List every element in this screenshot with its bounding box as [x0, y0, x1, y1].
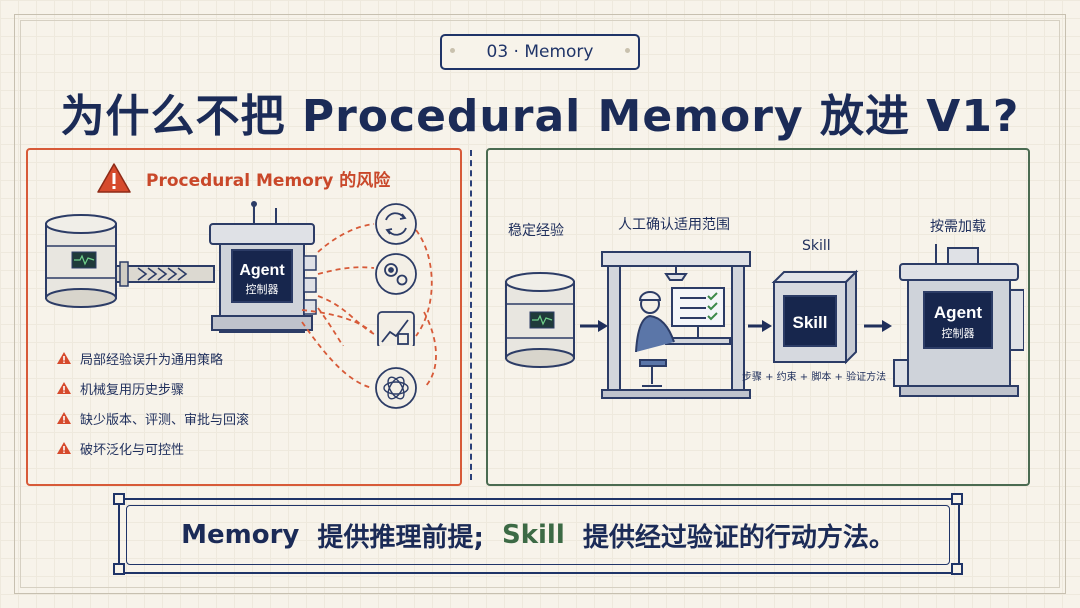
chart-check-icon: [377, 311, 415, 346]
summary-memory-text: 提供推理前提;: [317, 522, 484, 553]
risk-item-label: 机械复用历史步骤: [80, 382, 185, 398]
section-badge-label: 03 · Memory: [486, 42, 594, 62]
warning-icon: [57, 442, 71, 454]
agent-name: Agent: [934, 303, 983, 322]
corner-decoration: [113, 493, 125, 505]
warning-icon: [57, 352, 71, 364]
corner-decoration: [951, 563, 963, 575]
risk-item: 缺少版本、评测、审批与回滚: [56, 403, 249, 433]
gears-icon: [375, 253, 417, 295]
step-label-skill: Skill: [802, 238, 831, 254]
warning-icon: [97, 163, 131, 193]
risk-arrows: [317, 223, 433, 346]
inner-frame: [20, 20, 1060, 588]
storage-tank-icon: [45, 214, 117, 308]
pipe-icon: [115, 261, 215, 287]
skill-box-icon: Skill: [771, 269, 859, 365]
risk-item: 机械复用历史步骤: [56, 373, 249, 403]
agent-subtitle: 控制器: [942, 326, 975, 340]
section-badge: 03 · Memory: [440, 34, 640, 70]
flow-arrow-icon: [748, 320, 772, 332]
flow-illustration: Skill 步骤 + 约束 + 脚本 + 验证方法 Agent 控制器: [505, 244, 1024, 399]
risk-header: Procedural Memory 的风险: [96, 162, 390, 194]
network-icon: [375, 367, 417, 409]
skill-caption: 步骤 + 约束 + 脚本 + 验证方法: [742, 370, 886, 383]
summary-skill-word: Skill: [501, 520, 565, 550]
summary-banner: Memory 提供推理前提; Skill 提供经过验证的行动方法。: [126, 505, 950, 565]
risk-panel-title: Procedural Memory 的风险: [146, 170, 391, 191]
risk-panel: [26, 148, 462, 486]
agent-machine-icon: Agent 控制器: [209, 201, 317, 333]
summary-memory-word: Memory: [181, 520, 300, 550]
step-label-on-demand: 按需加载: [930, 219, 986, 235]
step-label-stable-experience: 稳定经验: [508, 223, 564, 239]
risk-list: 局部经验误升为通用策略 机械复用历史步骤 缺少版本、评测、审批与回滚 破坏泛化与…: [56, 343, 249, 463]
outer-frame: [14, 14, 1066, 594]
flow-arrow-icon: [580, 320, 608, 332]
agent-machine-icon: Agent 控制器: [893, 244, 1024, 397]
risk-item-label: 破坏泛化与可控性: [80, 442, 185, 458]
warning-icon: [57, 412, 71, 424]
page-title: 为什么不把 Procedural Memory 放进 V1?: [60, 91, 1020, 142]
flow-panel: [486, 148, 1030, 486]
human-review-station-icon: [601, 251, 751, 399]
panel-divider: [470, 150, 472, 480]
cycle-icon: [375, 203, 417, 245]
risk-item: 破坏泛化与可控性: [56, 433, 249, 463]
summary-skill-text: 提供经过验证的行动方法。: [582, 522, 895, 553]
flow-arrow-icon: [864, 320, 892, 332]
risk-item-label: 缺少版本、评测、审批与回滚: [80, 412, 250, 428]
risk-item: 局部经验误升为通用策略: [56, 343, 249, 373]
summary-frame: [118, 498, 960, 574]
step-label-human-review: 人工确认适用范围: [618, 217, 730, 233]
corner-decoration: [951, 493, 963, 505]
risk-illustration: Agent 控制器: [45, 201, 433, 346]
agent-name: Agent: [239, 262, 285, 279]
agent-subtitle: 控制器: [246, 282, 279, 296]
skill-box-label: Skill: [793, 313, 828, 332]
storage-tank-icon: [505, 272, 575, 368]
risk-arrows-lower: [301, 309, 437, 389]
warning-icon: [57, 382, 71, 394]
risk-item-label: 局部经验误升为通用策略: [80, 352, 224, 368]
corner-decoration: [113, 563, 125, 575]
